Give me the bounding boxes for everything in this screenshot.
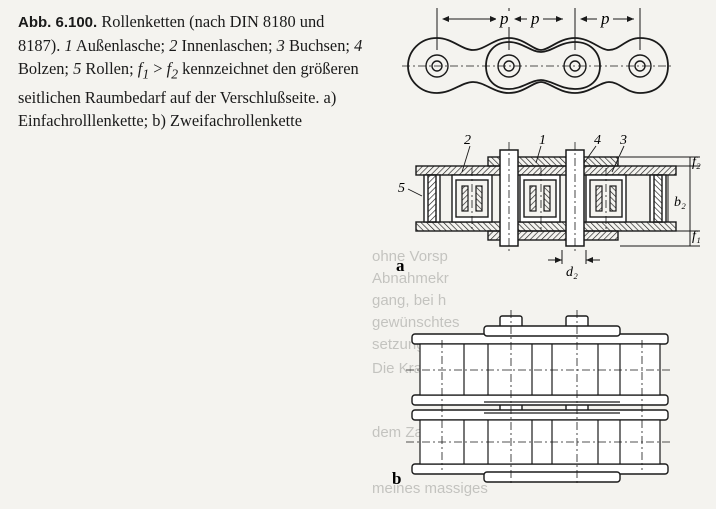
part-label-2: 2 — [464, 133, 471, 148]
part-label-1: 1 — [539, 133, 546, 148]
bleed-line: ohne Vorsp — [372, 248, 448, 265]
formula-f1: f1 — [137, 59, 150, 82]
bleed-line: Abnahmekr — [372, 270, 449, 287]
formula-f2: f2 — [166, 59, 179, 82]
part-number-2: 2 — [169, 36, 178, 56]
dim-f1: f₁ — [692, 229, 701, 244]
subfigure-label-a: a — [396, 256, 405, 275]
bleed-line: gang, bei h — [372, 292, 447, 309]
bleed-line: meines massiges — [372, 480, 488, 497]
link-outline — [407, 37, 669, 94]
bleed-through-area: ohne Vorsp Abnahmekr gang, bei h gewünsc… — [372, 0, 716, 509]
part-name-2: Innenlaschen; — [181, 36, 273, 56]
part-label-3: 3 — [619, 133, 627, 148]
figure-number: Abb. 6.100. — [18, 14, 98, 31]
dim-b2: b₂ — [674, 195, 686, 210]
part-name-3: Buchsen; — [288, 36, 350, 56]
part-name-5: Rollen; — [85, 59, 134, 79]
pitch-label: p — [499, 9, 509, 28]
caption-title: Rollenketten (nach DIN 8180 und 8187). — [18, 12, 325, 56]
part-number-5: 5 — [73, 59, 82, 79]
part-number-1: 1 — [64, 36, 73, 56]
figure-caption: Abb. 6.100. Rollenketten (nach DIN 8180 … — [18, 10, 368, 132]
part-name-1: Außenlasche; — [75, 36, 166, 56]
part-number-3: 3 — [276, 36, 285, 56]
bleed-line: gewünschtes — [372, 314, 460, 331]
part-number-4: 4 — [354, 36, 363, 56]
pitch-label: p — [530, 9, 540, 28]
part-label-4: 4 — [594, 133, 601, 148]
part-name-4: Bolzen; — [18, 59, 69, 79]
formula-gt: > — [149, 59, 167, 79]
subfigure-label-b: b — [392, 469, 401, 488]
pitch-label: p — [600, 9, 610, 28]
caption-tail: kennzeichnet den größeren seitlichen Rau… — [18, 59, 359, 131]
part-label-5: 5 — [398, 181, 405, 196]
dim-d2: d₂ — [566, 265, 578, 280]
dim-f2: f₂ — [692, 155, 701, 170]
